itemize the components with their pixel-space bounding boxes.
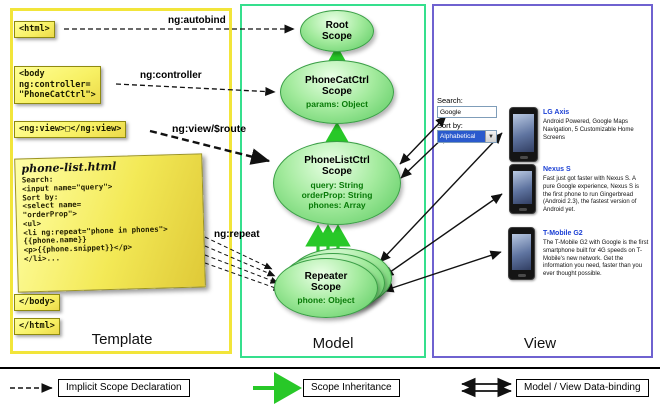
- body-close-tag-box: </body>: [14, 294, 60, 311]
- template-column-frame: [10, 8, 232, 354]
- legend-scope-inheritance: Scope Inheritance: [303, 379, 400, 397]
- phone-key-1: [519, 156, 528, 159]
- phone-link-3[interactable]: T-Mobile G2: [543, 230, 583, 237]
- phonelist-scope-props: query: String orderProp: String phones: …: [301, 179, 373, 211]
- sort-selected-value: Alphabetical: [438, 131, 485, 142]
- phone-screen-1: [513, 114, 534, 152]
- root-scope-name: Root Scope: [321, 19, 352, 42]
- phone-link-1[interactable]: LG Axis: [543, 109, 570, 116]
- model-column-label: Model: [312, 335, 354, 352]
- phone-image-1: [509, 107, 538, 162]
- html-open-tag-box: <html>: [14, 21, 55, 38]
- search-input[interactable]: [437, 106, 497, 118]
- body-controller-tag-box: <body ng:controller= "PhoneCatCtrl">: [14, 66, 101, 104]
- legend-data-binding: Model / View Data-binding: [516, 379, 649, 397]
- phone-screen-3: [512, 234, 531, 270]
- phone-key-2: [518, 208, 527, 211]
- phone-description-1: Android Powered, Google Maps Navigation,…: [543, 119, 634, 141]
- ng-autobind-label: ng:autobind: [168, 15, 226, 26]
- html-close-tag-box: </html>: [14, 318, 60, 335]
- phone-image-2: [509, 164, 536, 214]
- ng-view-tag-box: <ng:view>□</ng:view>: [14, 121, 127, 138]
- ng-view-route-label: ng:view/$route: [172, 123, 247, 135]
- phone-list-code: Search: <input name="query"> Sort by: <s…: [21, 174, 168, 264]
- sort-by-label: Sort by:: [437, 121, 463, 130]
- root-scope-ellipse: Root Scope: [300, 10, 374, 52]
- phone-image-3: [508, 227, 535, 280]
- sort-select[interactable]: Alphabetical ▼: [437, 130, 497, 143]
- phonecat-scope-props: params: Object: [306, 99, 368, 109]
- phonecat-scope-ellipse: PhoneCatCtrl Scope params: Object: [280, 60, 394, 124]
- repeater-scope-props: phone: Object: [297, 295, 355, 305]
- phone-key-3: [517, 274, 526, 277]
- view-column-label: View: [523, 335, 557, 352]
- phone-description-2: Fast just got faster with Nexus S. A pur…: [543, 176, 640, 214]
- legend-separator: [0, 367, 660, 369]
- legend-implicit-scope: Implicit Scope Declaration: [58, 379, 190, 397]
- ng-controller-label: ng:controller: [140, 70, 202, 81]
- template-column-label: Template: [91, 331, 153, 348]
- dropdown-arrow-icon[interactable]: ▼: [485, 131, 496, 142]
- search-label: Search:: [437, 96, 463, 105]
- ng-repeat-label: ng:repeat: [214, 229, 260, 240]
- phone-description-3: The T-Mobile G2 with Google is the first…: [543, 240, 649, 278]
- phonelist-scope-name: PhoneListCtrl Scope: [304, 155, 370, 178]
- phone-screen-2: [513, 171, 532, 204]
- repeater-scope-ellipse: Repeater Scope phone: Object: [274, 258, 378, 318]
- phonelist-scope-ellipse: PhoneListCtrl Scope query: String orderP…: [273, 141, 401, 225]
- phone-link-2[interactable]: Nexus S: [543, 166, 571, 173]
- repeater-scope-name: Repeater Scope: [304, 270, 348, 293]
- phone-list-template-note: phone-list.html Search: <input name="que…: [14, 153, 206, 293]
- phonecat-scope-name: PhoneCatCtrl Scope: [305, 74, 369, 97]
